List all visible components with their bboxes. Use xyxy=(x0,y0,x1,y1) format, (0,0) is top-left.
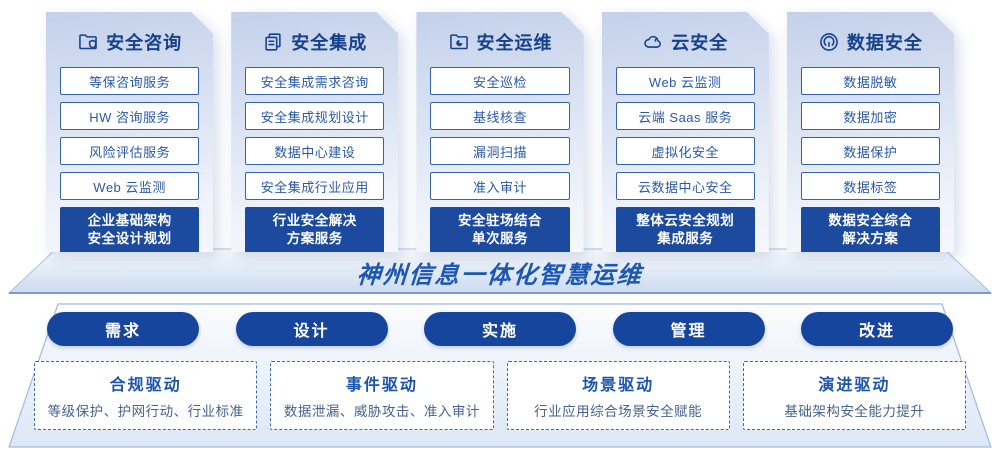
card-items: 等保咨询服务 HW 咨询服务 风险评估服务 Web 云监测 xyxy=(60,67,199,200)
card-cloud-security: 云安全 Web 云监测 云端 Saas 服务 虚拟化安全 云数据中心安全 整体云… xyxy=(602,12,769,252)
service-item: 漏洞扫描 xyxy=(430,137,569,165)
driver-title: 演进驱动 xyxy=(818,377,891,394)
card-highlight: 企业基础架构 安全设计规划 xyxy=(60,207,199,253)
card-header: 安全集成 xyxy=(231,29,398,55)
card-data-security: 数据安全 数据脱敏 数据加密 数据保护 数据标签 数据安全综合 解决方案 xyxy=(787,12,954,252)
driver-desc: 基础架构安全能力提升 xyxy=(784,404,925,419)
service-item: 等保咨询服务 xyxy=(60,67,199,95)
card-title: 云安全 xyxy=(671,33,729,53)
driver-desc: 数据泄漏、威胁攻击、准入审计 xyxy=(283,404,480,419)
card-header: 数据安全 xyxy=(787,29,954,55)
documents-icon xyxy=(262,31,284,53)
folder-shield-icon xyxy=(77,31,99,53)
service-item: 安全集成规划设计 xyxy=(245,102,384,130)
service-item: 数据保护 xyxy=(801,137,940,165)
card-items: 安全集成需求咨询 安全集成规划设计 数据中心建设 安全集成行业应用 xyxy=(245,67,384,200)
service-item: 数据标签 xyxy=(801,172,940,200)
banner-title: 神州信息一体化智慧运维 xyxy=(355,262,644,289)
card-highlight: 数据安全综合 解决方案 xyxy=(801,207,940,253)
service-item: 准入审计 xyxy=(430,172,569,200)
folder-pie-icon xyxy=(448,31,470,53)
service-item: HW 咨询服务 xyxy=(60,102,199,130)
pill-implementation: 实施 xyxy=(424,312,576,346)
driver-title: 合规驱动 xyxy=(109,377,182,394)
card-highlight: 安全驻场结合 单次服务 xyxy=(430,207,569,253)
fingerprint-icon xyxy=(818,31,840,53)
service-item: 数据脱敏 xyxy=(801,67,940,95)
driver-desc: 行业应用综合场景安全赋能 xyxy=(534,404,703,419)
service-item: Web 云监测 xyxy=(616,67,755,95)
service-item: 基线核查 xyxy=(430,102,569,130)
service-item: 安全巡检 xyxy=(430,67,569,95)
service-cards-row: 安全咨询 等保咨询服务 HW 咨询服务 风险评估服务 Web 云监测 企业基础架… xyxy=(0,12,1000,252)
cloud-icon xyxy=(642,31,664,53)
card-security-operations: 安全运维 安全巡检 基线核查 漏洞扫描 准入审计 安全驻场结合 单次服务 xyxy=(416,12,583,252)
driver-evolution: 演进驱动 基础架构安全能力提升 xyxy=(742,361,966,430)
service-item: Web 云监测 xyxy=(60,172,199,200)
card-header: 安全咨询 xyxy=(46,29,213,55)
card-highlight: 行业安全解决 方案服务 xyxy=(245,207,384,253)
card-items: 数据脱敏 数据加密 数据保护 数据标签 xyxy=(801,67,940,200)
drivers-row: 合规驱动 等级保护、护网行动、行业标准 事件驱动 数据泄漏、威胁攻击、准入审计 … xyxy=(0,361,1000,430)
card-title: 安全运维 xyxy=(476,33,553,53)
driver-desc: 等级保护、护网行动、行业标准 xyxy=(47,404,244,419)
service-item: 数据中心建设 xyxy=(245,137,384,165)
process-pills-row: 需求 设计 实施 管理 改进 xyxy=(0,312,1000,346)
card-title: 数据安全 xyxy=(846,33,923,53)
service-item: 云数据中心安全 xyxy=(616,172,755,200)
pill-design: 设计 xyxy=(235,312,388,346)
service-item: 数据加密 xyxy=(801,102,940,130)
service-item: 风险评估服务 xyxy=(60,137,199,165)
service-item: 云端 Saas 服务 xyxy=(616,102,755,130)
card-highlight: 整体云安全规划 集成服务 xyxy=(616,207,755,253)
pill-management: 管理 xyxy=(612,312,765,346)
driver-incident: 事件驱动 数据泄漏、威胁攻击、准入审计 xyxy=(270,361,494,430)
card-items: Web 云监测 云端 Saas 服务 虚拟化安全 云数据中心安全 xyxy=(616,67,755,200)
driver-title: 事件驱动 xyxy=(345,377,418,394)
card-security-consulting: 安全咨询 等保咨询服务 HW 咨询服务 风险评估服务 Web 云监测 企业基础架… xyxy=(46,12,213,252)
platform-banner: 神州信息一体化智慧运维 xyxy=(0,248,1000,296)
pill-improvement: 改进 xyxy=(801,312,953,346)
card-security-integration: 安全集成 安全集成需求咨询 安全集成规划设计 数据中心建设 安全集成行业应用 行… xyxy=(231,12,398,252)
card-items: 安全巡检 基线核查 漏洞扫描 准入审计 xyxy=(430,67,569,200)
service-item: 安全集成需求咨询 xyxy=(245,67,384,95)
pill-requirement: 需求 xyxy=(47,312,199,346)
driver-scenario: 场景驱动 行业应用综合场景安全赋能 xyxy=(506,361,730,430)
service-item: 虚拟化安全 xyxy=(616,137,755,165)
service-item: 安全集成行业应用 xyxy=(245,172,384,200)
card-header: 安全运维 xyxy=(416,29,583,55)
card-header: 云安全 xyxy=(602,29,769,55)
driver-title: 场景驱动 xyxy=(582,377,655,394)
card-title: 安全咨询 xyxy=(106,33,183,53)
driver-compliance: 合规驱动 等级保护、护网行动、行业标准 xyxy=(34,361,258,430)
card-title: 安全集成 xyxy=(291,33,368,53)
